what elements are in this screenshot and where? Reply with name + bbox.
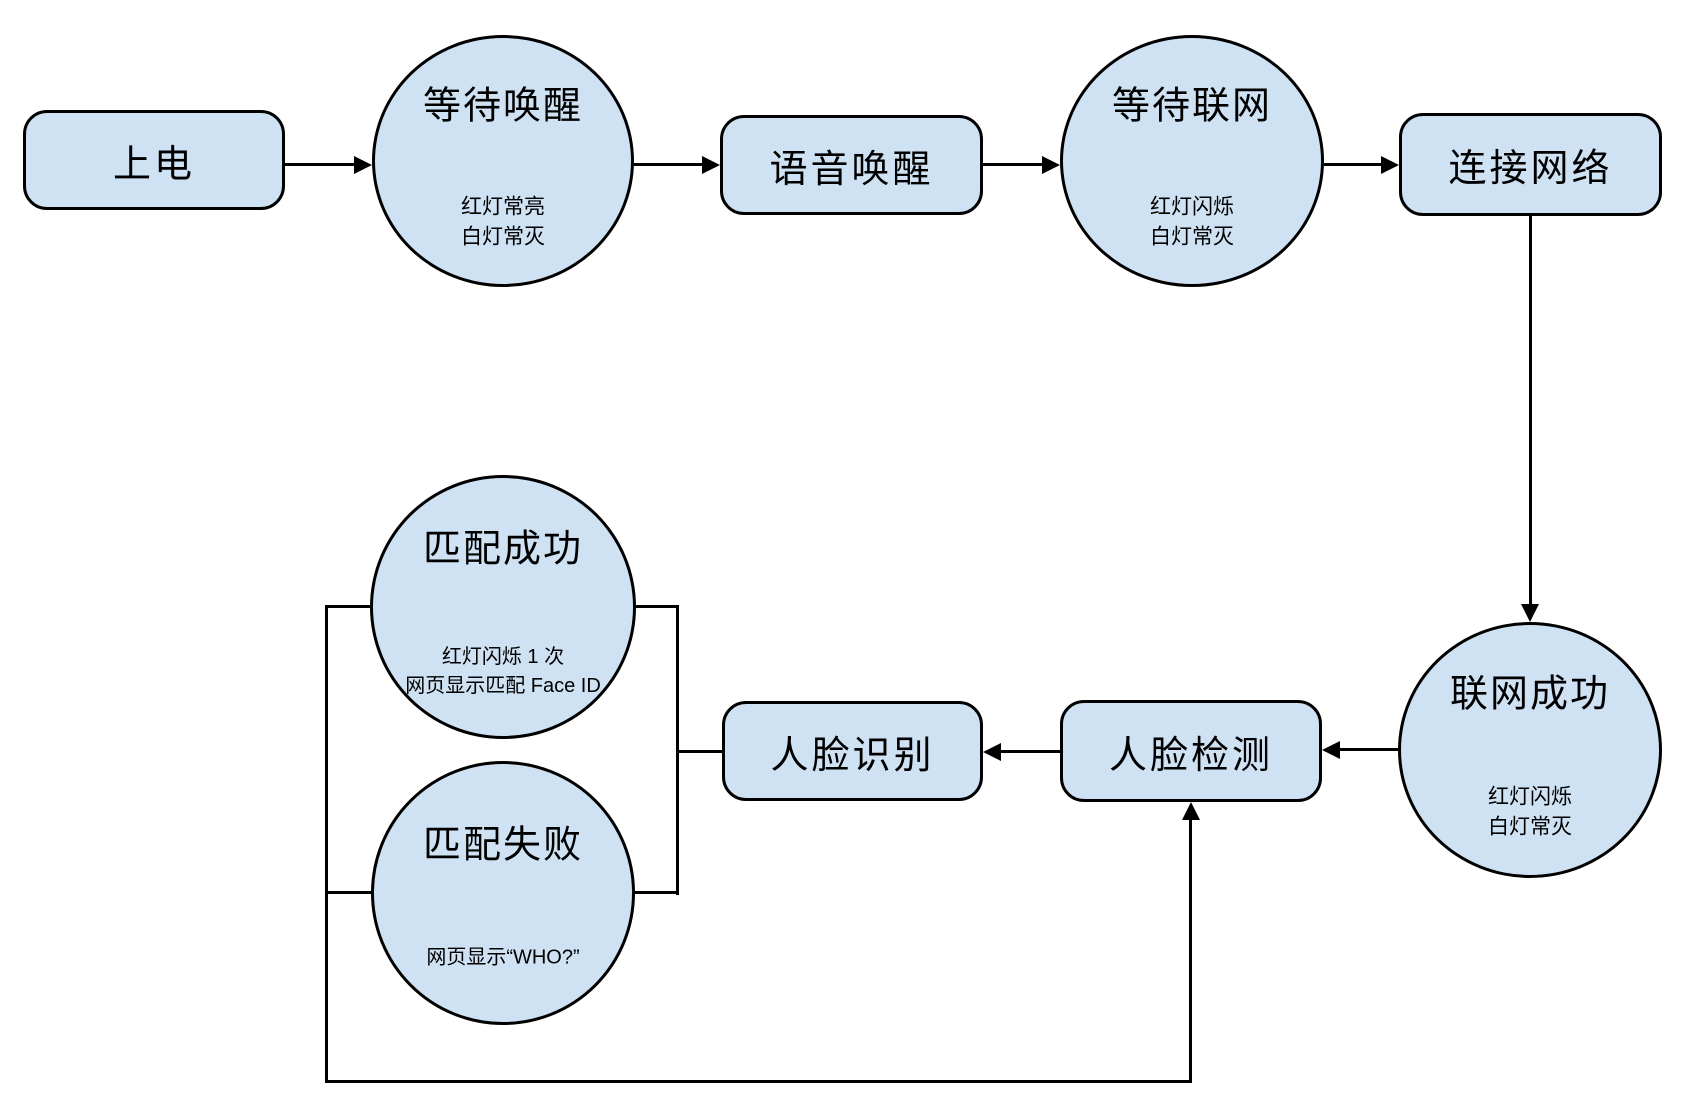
node-wait-network-subtext: 红灯闪烁 白灯常灭 xyxy=(1150,195,1234,249)
node-network-success-subtext: 红灯闪烁 白灯常灭 xyxy=(1488,785,1572,839)
arrowhead-into-connect-network xyxy=(1381,156,1399,174)
connector-connect-network-to-network-success xyxy=(1529,216,1532,606)
node-wait-network: 等待联网 红灯闪烁 白灯常灭 xyxy=(1060,35,1324,287)
connector-power-on-to-wait-wake xyxy=(285,163,357,166)
node-network-success: 联网成功 红灯闪烁 白灯常灭 xyxy=(1398,622,1662,878)
node-match-success: 匹配成功 红灯闪烁 1 次 网页显示匹配 Face ID xyxy=(370,475,636,739)
connector-face-detect-to-face-recognize xyxy=(999,750,1060,753)
arrowhead-into-wait-network xyxy=(1042,156,1060,174)
node-wait-wake: 等待唤醒 红灯常亮 白灯常灭 xyxy=(372,35,634,287)
connector-loop-bottom xyxy=(325,1080,1192,1083)
arrowhead-into-wait-wake xyxy=(354,156,372,174)
node-face-detect: 人脸检测 xyxy=(1060,700,1322,802)
node-connect-network: 连接网络 xyxy=(1399,113,1662,216)
connector-loop-up-to-face-detect xyxy=(1189,818,1192,1083)
connector-voice-wake-to-wait-network xyxy=(983,163,1044,166)
node-voice-wake: 语音唤醒 xyxy=(720,115,983,215)
connector-wait-wake-to-voice-wake xyxy=(634,163,704,166)
connector-branch-vertical-right xyxy=(676,605,679,895)
node-wait-wake-title: 等待唤醒 xyxy=(422,85,583,128)
node-power-on: 上电 xyxy=(23,110,285,210)
arrowhead-into-voice-wake xyxy=(702,156,720,174)
node-connect-network-label: 连接网络 xyxy=(1448,148,1613,190)
node-voice-wake-label: 语音唤醒 xyxy=(769,148,934,191)
arrowhead-loop-into-face-detect xyxy=(1182,802,1200,820)
node-match-fail: 匹配失败 网页显示“WHO?” xyxy=(371,761,635,1025)
node-power-on-label: 上电 xyxy=(112,143,195,186)
connector-wait-network-to-connect-network xyxy=(1324,163,1384,166)
node-wait-wake-subtext: 红灯常亮 白灯常灭 xyxy=(461,195,545,249)
node-face-recognize-label: 人脸识别 xyxy=(770,734,935,777)
node-face-recognize: 人脸识别 xyxy=(722,701,983,801)
node-match-success-subtext: 红灯闪烁 1 次 网页显示匹配 Face ID xyxy=(405,645,601,697)
connector-match-success-to-loop xyxy=(326,605,372,608)
connector-match-fail-to-loop xyxy=(326,891,373,894)
arrowhead-into-face-recognize xyxy=(983,743,1001,761)
connector-face-recognize-branch-stub xyxy=(678,750,724,753)
connector-loop-vertical-left xyxy=(325,605,328,1083)
connector-branch-to-match-success xyxy=(634,605,679,608)
node-match-fail-subtext: 网页显示“WHO?” xyxy=(426,946,580,968)
connector-branch-to-match-fail xyxy=(633,891,679,894)
arrowhead-into-network-success xyxy=(1521,604,1539,622)
node-face-detect-label: 人脸检测 xyxy=(1108,734,1273,777)
node-network-success-title: 联网成功 xyxy=(1449,673,1610,716)
arrowhead-into-face-detect xyxy=(1322,741,1340,759)
connector-network-success-to-face-detect xyxy=(1338,748,1400,751)
node-wait-network-title: 等待联网 xyxy=(1111,85,1272,128)
node-match-fail-title: 匹配失败 xyxy=(422,824,583,867)
node-match-success-title: 匹配成功 xyxy=(422,528,583,571)
